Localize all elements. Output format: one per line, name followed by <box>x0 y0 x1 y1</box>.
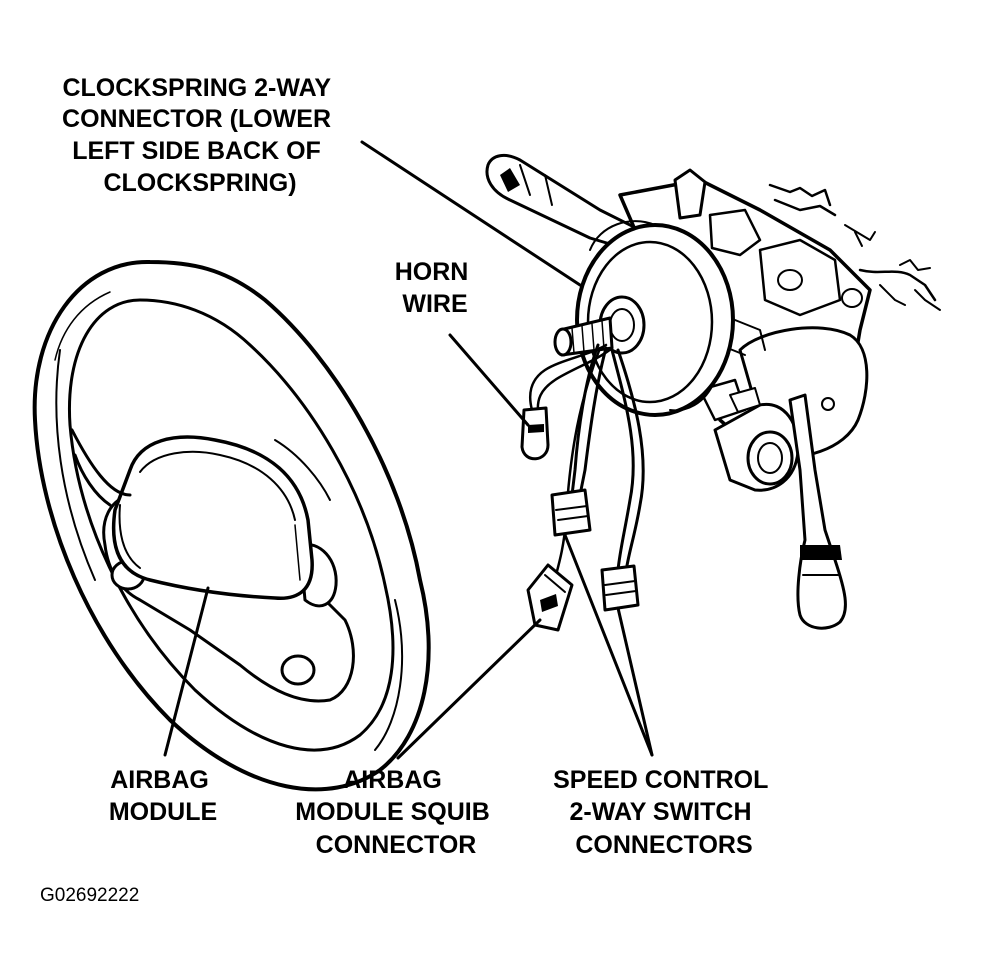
label-airbag-module: AIRBAG MODULE <box>109 766 217 826</box>
squib-connector <box>526 563 574 632</box>
leader-speed-control-1 <box>563 533 654 757</box>
leader-clockspring-connector <box>360 140 582 287</box>
leader-airbag-module <box>163 586 210 757</box>
label-squib-connector: AIRBAG MODULE SQUIB CONNECTOR <box>295 766 496 859</box>
steering-wheel <box>32 259 431 792</box>
speed-control-connector-lower <box>600 564 640 612</box>
speed-control-connector-upper <box>550 488 592 537</box>
figure-id: G02692222 <box>40 885 139 906</box>
steering-column-assembly <box>485 153 941 630</box>
leader-lines <box>163 140 654 760</box>
leader-squib-connector <box>396 618 542 760</box>
leader-speed-control-2 <box>616 606 654 757</box>
label-speed-control-connectors: SPEED CONTROL 2-WAY SWITCH CONNECTORS <box>553 766 775 859</box>
wire-harness <box>528 343 645 577</box>
label-horn-wire: HORN WIRE <box>395 258 476 318</box>
label-clockspring-connector: CLOCKSPRING 2-WAY CONNECTOR (LOWER LEFT … <box>62 74 338 197</box>
horn-wire-terminal <box>520 406 550 461</box>
leader-horn-wire <box>448 333 530 427</box>
